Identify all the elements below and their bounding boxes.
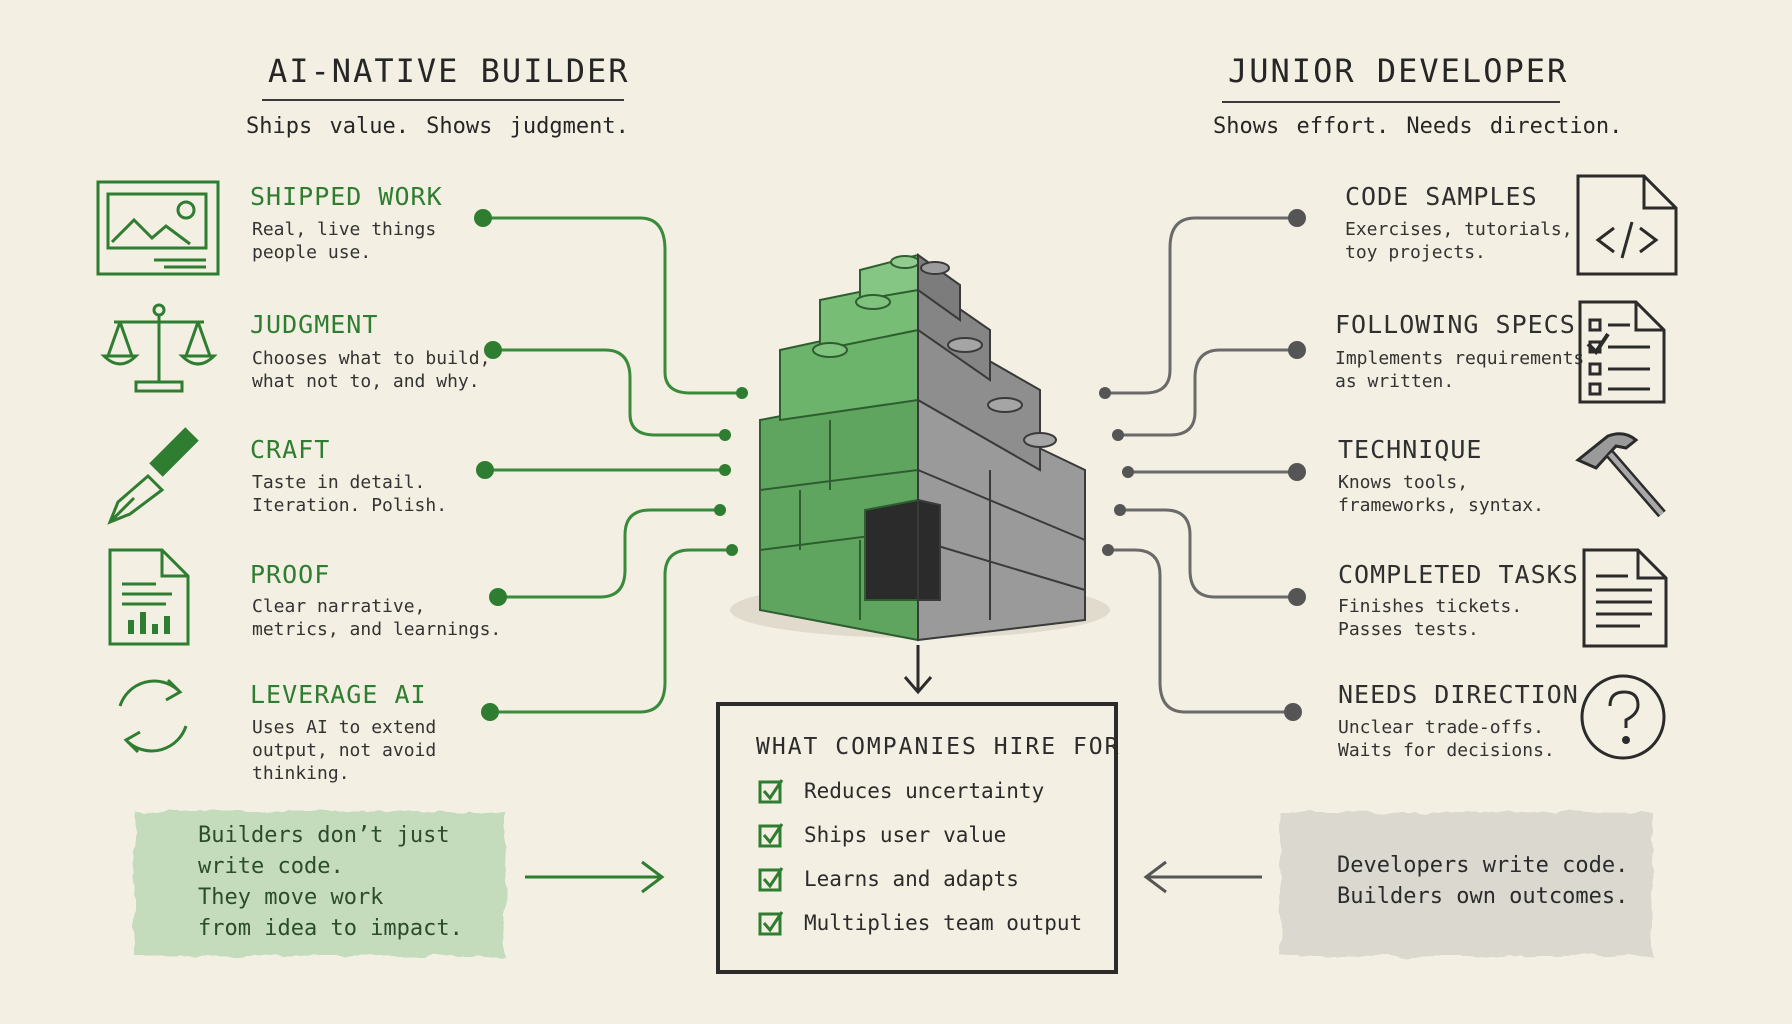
lego-blocks-green — [759, 253, 920, 642]
right-item-desc: Exercises, tutorials, toy projects. — [1345, 219, 1573, 263]
hire-box: WHAT COMPANIES HIRE FOR Reduces uncertai… — [718, 704, 1119, 972]
left-item-desc: Chooses what to build, what not to, and … — [252, 348, 491, 392]
right-column-title: JUNIOR DEVELOPER — [1228, 52, 1569, 90]
down-arrow-icon — [903, 645, 933, 695]
hire-box-border — [716, 702, 1118, 974]
report-icon — [108, 548, 190, 646]
right-connector-dots — [1099, 209, 1306, 721]
left-item-title: CRAFT — [250, 435, 331, 464]
left-arrow-icon — [1143, 860, 1262, 894]
right-arrow-icon — [525, 860, 665, 894]
right-connectors — [1105, 216, 1297, 714]
right-item-desc: Unclear trade-offs. Waits for decisions. — [1338, 717, 1555, 761]
check-item-label: Multiplies team output — [804, 911, 1083, 935]
check-item: Learns and adapts — [758, 866, 1019, 892]
checkbox-checked-icon — [758, 779, 784, 804]
check-item: Multiplies team output — [758, 910, 1082, 936]
right-item-title: NEEDS DIRECTION — [1338, 680, 1579, 709]
check-item-label: Learns and adapts — [804, 867, 1019, 891]
right-item-desc: Knows tools, frameworks, syntax. — [1338, 472, 1544, 516]
builder-note: Builders don’t just write code. They mov… — [198, 823, 463, 941]
document-icon — [1582, 548, 1668, 648]
left-item-title: JUDGMENT — [250, 310, 379, 339]
right-column-subtitle: Shows effort. Needs direction. — [1213, 114, 1623, 139]
web-page-icon — [96, 180, 220, 276]
question-icon — [1580, 674, 1666, 760]
left-item-title: PROOF — [250, 560, 331, 589]
checkbox-checked-icon — [758, 867, 784, 892]
hammer-icon — [1575, 432, 1666, 518]
scales-icon — [100, 303, 218, 393]
left-column-subtitle: Ships value. Shows judgment. — [246, 114, 629, 139]
left-item-desc: Real, live things people use. — [252, 219, 437, 263]
left-connector-dots — [474, 209, 748, 721]
checklist-icon — [1578, 300, 1666, 404]
code-file-icon — [1576, 174, 1678, 276]
left-item-title: LEVERAGE AI — [250, 680, 427, 709]
right-item-desc: Implements requirements as written. — [1335, 348, 1585, 392]
left-item-desc: Taste in detail. Iteration. Polish. — [252, 472, 448, 516]
check-item-label: Ships user value — [804, 823, 1007, 847]
left-item-desc: Clear narrative, metrics, and learnings. — [252, 596, 502, 640]
right-item-title: COMPLETED TASKS — [1338, 560, 1579, 589]
checkbox-checked-icon — [758, 911, 784, 936]
left-item-desc: Uses AI to extend output, not avoid thin… — [252, 717, 437, 784]
pen-nib-icon — [107, 427, 199, 525]
right-item-desc: Finishes tickets. Passes tests. — [1338, 596, 1523, 640]
left-item-title: SHIPPED WORK — [250, 182, 443, 211]
check-item: Ships user value — [758, 822, 1006, 848]
checkbox-checked-icon — [758, 823, 784, 848]
check-item: Reduces uncertainty — [758, 778, 1044, 804]
right-item-title: TECHNIQUE — [1338, 435, 1483, 464]
right-item-title: CODE SAMPLES — [1345, 182, 1538, 211]
check-item-label: Reduces uncertainty — [804, 779, 1045, 803]
left-connectors — [483, 216, 742, 714]
developer-note: Developers write code. Builders own outc… — [1337, 853, 1629, 909]
right-item-title: FOLLOWING SPECS — [1335, 310, 1576, 339]
left-column-title: AI-NATIVE BUILDER — [268, 52, 630, 90]
lego-blocks-gray — [917, 253, 1086, 642]
cycle-arrows-icon — [118, 678, 188, 754]
hire-box-title: WHAT COMPANIES HIRE FOR — [756, 734, 1121, 760]
